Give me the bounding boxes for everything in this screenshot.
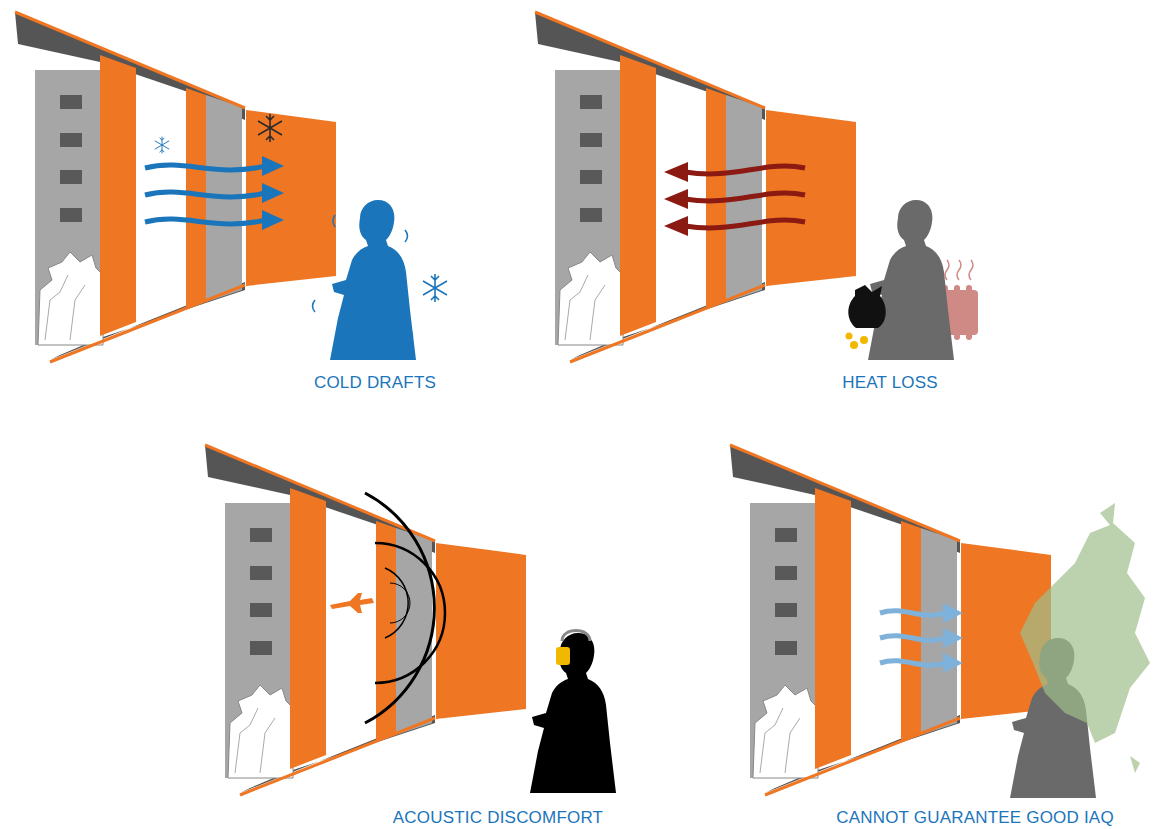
panel-caption: ACOUSTIC DISCOMFORT [393,808,603,828]
heat-loss-panel [535,12,978,362]
cold-drafts-panel [15,12,447,362]
panel-caption: CANNOT GUARANTEE GOOD IAQ [836,808,1114,828]
panel-caption: HEAT LOSS [842,373,938,393]
acoustic-panel [205,445,616,795]
iaq-panel [730,445,1150,798]
panel-caption: COLD DRAFTS [314,373,436,393]
